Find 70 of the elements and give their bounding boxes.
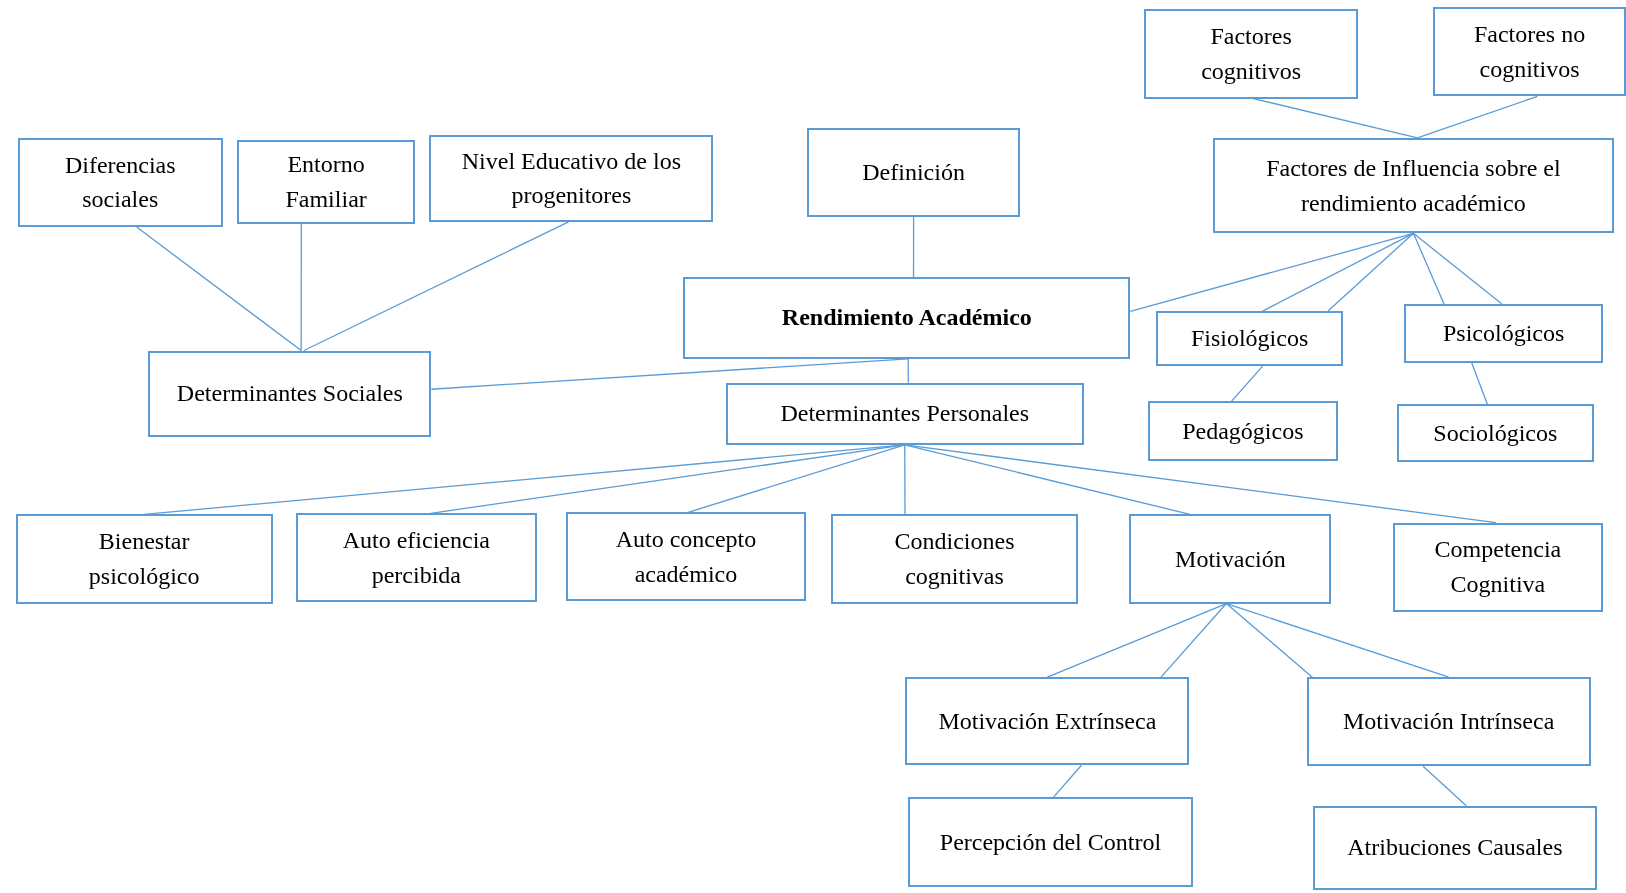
- connector-line: [1471, 362, 1489, 406]
- box-label: Competencia Cognitiva: [1433, 535, 1563, 600]
- concept-box: [17, 137, 223, 228]
- concept-box: [1404, 303, 1604, 363]
- connector-line: [904, 444, 1497, 524]
- concept-box: [1147, 401, 1338, 462]
- box-label: Factores de Influencia sobre el rendimiento académico: [1265, 153, 1562, 218]
- connector-line: [1046, 602, 1227, 678]
- concept-box: [295, 513, 538, 603]
- concept-box: [1213, 137, 1614, 234]
- connector-line: [1412, 232, 1445, 305]
- concept-box: [1129, 514, 1332, 604]
- box-label: Condiciones cognitivas: [893, 527, 1016, 591]
- concept-box: [1433, 7, 1626, 97]
- connector-line: [136, 226, 302, 352]
- concept-box: [1312, 805, 1597, 890]
- connector-line: [1412, 232, 1503, 305]
- box-label: Nivel Educativo de los progenitores: [460, 146, 682, 211]
- box-label: Auto eficiencia percibida: [341, 526, 491, 590]
- box-label: Rendimiento Académico: [781, 303, 1032, 333]
- concept-box: [905, 677, 1190, 766]
- box-label: Auto concepto académico: [614, 525, 758, 589]
- box-label: Sociológicos: [1433, 419, 1558, 449]
- concept-box: [566, 512, 806, 602]
- connector-line: [300, 223, 302, 352]
- box-label: Entorno Familiar: [284, 150, 368, 214]
- box-label: Psicológicos: [1442, 318, 1565, 348]
- connector-line: [687, 444, 906, 513]
- box-label: Factores cognitivos: [1200, 22, 1303, 86]
- connector-line: [1225, 602, 1313, 678]
- concept-box: [1396, 404, 1594, 463]
- connector-line: [1052, 764, 1083, 799]
- box-label: Motivación Extrínseca: [938, 706, 1157, 736]
- connector-line: [912, 216, 915, 278]
- connector-line: [904, 444, 906, 515]
- box-label: Factores no cognitivos: [1472, 20, 1587, 84]
- concept-box: [1143, 9, 1359, 99]
- connector-line: [430, 358, 909, 390]
- box-label: Definición: [862, 157, 965, 187]
- concept-box: [1156, 311, 1343, 367]
- concept-box: [237, 140, 415, 224]
- box-label: Motivación Intrínseca: [1343, 707, 1555, 737]
- connector-line: [1160, 602, 1227, 678]
- connector-line: [1225, 602, 1450, 678]
- concept-box: [429, 134, 714, 222]
- box-label: Motivación: [1175, 544, 1286, 574]
- connector-line: [907, 358, 909, 384]
- concept-box: [683, 276, 1131, 359]
- connector-line: [1252, 97, 1419, 139]
- concept-box: [1306, 677, 1591, 767]
- connector-line: [1416, 95, 1538, 139]
- box-label: Percepción del Control: [939, 827, 1162, 857]
- concept-box: [830, 514, 1079, 604]
- box-label: Pedagógicos: [1182, 417, 1304, 446]
- box-label: Diferencias sociales: [63, 150, 177, 215]
- concept-box: [725, 382, 1084, 445]
- box-label: Bienestar psicológico: [87, 527, 201, 591]
- connector-line: [1327, 232, 1415, 312]
- concept-box: [148, 350, 432, 437]
- concept-box: [15, 514, 273, 604]
- box-label: Determinantes Sociales: [176, 379, 403, 409]
- connector-line: [1422, 765, 1467, 807]
- connector-line: [1230, 365, 1264, 402]
- connector-line: [303, 221, 570, 352]
- box-label: Determinantes Personales: [780, 399, 1030, 429]
- box-label: Atribuciones Causales: [1347, 833, 1563, 863]
- concept-box: [908, 797, 1193, 887]
- concept-box: [1392, 522, 1604, 612]
- concept-box: [806, 127, 1021, 217]
- box-label: Fisiológicos: [1190, 324, 1309, 354]
